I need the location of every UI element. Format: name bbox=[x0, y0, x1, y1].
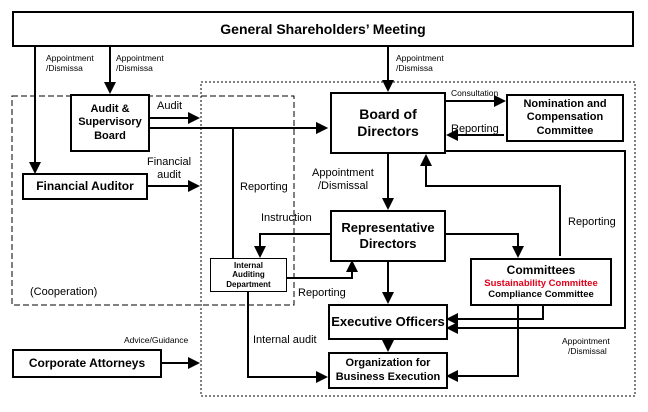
org-line2: Business Execution bbox=[335, 370, 441, 383]
internal-auditing-box: Internal Auditing Department bbox=[210, 258, 287, 292]
label-financial-audit: Financial audit bbox=[147, 156, 192, 181]
internal-line3: Department bbox=[226, 279, 271, 289]
label-reporting-internal: Reporting bbox=[240, 181, 288, 193]
arrow-internal-reporting-rep bbox=[287, 260, 358, 279]
financial-auditor-label: Financial Auditor bbox=[36, 179, 134, 194]
committees-box: Committees Sustainability Committee Comp… bbox=[470, 258, 612, 306]
committees-sustainability: Sustainability Committee bbox=[484, 277, 598, 289]
label-appointment-dismissal-rep: Appointment /Dismissal bbox=[312, 167, 374, 192]
arrow-committees-reporting-board bbox=[420, 154, 561, 256]
nomination-line3: Committee bbox=[536, 124, 594, 137]
execution-group-dotted-frame bbox=[200, 81, 636, 397]
arrow-board-appointment-exec bbox=[446, 150, 626, 334]
arrow-internal-reporting-board bbox=[232, 122, 328, 258]
financial-auditor-box: Financial Auditor bbox=[22, 173, 148, 200]
label-appointment-board: Appointment /Dismissa bbox=[396, 53, 444, 73]
shareholders-label: General Shareholders’ Meeting bbox=[220, 20, 426, 37]
org-line1: Organization for bbox=[345, 357, 431, 370]
label-instruction: Instruction bbox=[261, 212, 312, 224]
executive-officers-box: Executive Officers bbox=[328, 304, 448, 340]
label-internal-audit: Internal audit bbox=[253, 334, 317, 346]
label-reporting-nomination: Reporting bbox=[451, 123, 499, 135]
committees-title: Committees bbox=[506, 263, 576, 278]
board-line1: Board of bbox=[359, 106, 417, 123]
rep-line2: Directors bbox=[359, 236, 417, 251]
arrow-committees-to-org bbox=[446, 292, 519, 382]
label-cooperation: (Cooperation) bbox=[30, 286, 98, 298]
arrow-instruction bbox=[254, 233, 330, 258]
board-box: Board of Directors bbox=[330, 92, 446, 154]
label-advice-guidance: Advice/Guidance bbox=[124, 335, 189, 345]
executive-officers-label: Executive Officers bbox=[331, 314, 445, 330]
audit-board-line3: Board bbox=[94, 129, 126, 142]
shareholders-box: General Shareholders’ Meeting bbox=[12, 11, 634, 47]
internal-line1: Internal bbox=[234, 260, 263, 270]
corporate-attorneys-label: Corporate Attorneys bbox=[28, 356, 146, 371]
audit-board-line2: Supervisory bbox=[78, 116, 142, 129]
label-appointment-dismissal-exec: Appointment /Dismissal bbox=[562, 336, 610, 356]
nomination-committee-box: Nomination and Compensation Committee bbox=[506, 94, 624, 142]
nomination-line2: Compensation bbox=[526, 111, 604, 124]
audit-board-line1: Audit & bbox=[90, 103, 130, 116]
rep-line1: Representative bbox=[341, 220, 435, 236]
arrow-internal-audit-org bbox=[247, 292, 328, 383]
audit-group-dashed-frame bbox=[11, 95, 295, 306]
label-reporting-rep: Reporting bbox=[298, 287, 346, 299]
label-audit: Audit bbox=[157, 100, 183, 112]
internal-line2: Auditing bbox=[232, 270, 265, 280]
nomination-line1: Nomination and bbox=[523, 98, 607, 111]
label-appointment-fa: Appointment /Dismissa bbox=[46, 53, 94, 73]
label-appointment-asb: Appointment /Dismissa bbox=[116, 53, 164, 73]
label-consultation: Consultation bbox=[451, 88, 499, 98]
audit-board-box: Audit & Supervisory Board bbox=[70, 94, 150, 152]
label-reporting-committees: Reporting bbox=[568, 216, 616, 228]
corporate-attorneys-box: Corporate Attorneys bbox=[12, 349, 162, 378]
arrow-rep-to-committees bbox=[446, 233, 524, 258]
organization-box: Organization for Business Execution bbox=[328, 352, 448, 389]
committees-compliance: Compliance Committee bbox=[488, 289, 594, 301]
board-line2: Directors bbox=[357, 123, 419, 139]
representative-directors-box: Representative Directors bbox=[330, 210, 446, 262]
